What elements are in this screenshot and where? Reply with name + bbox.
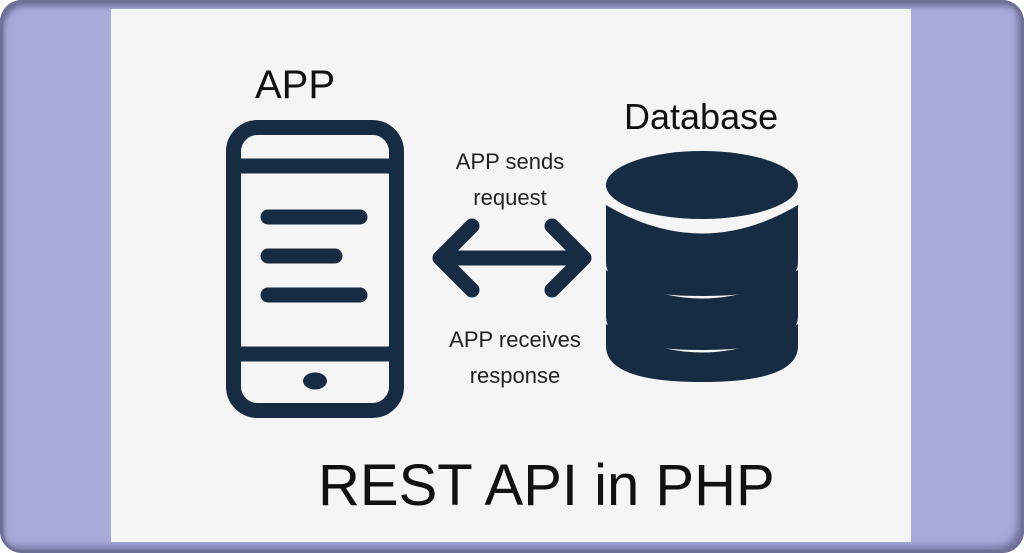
arrow-head-left [432, 218, 480, 298]
db-segment-3 [606, 324, 798, 382]
db-top-disk [606, 151, 798, 219]
request-caption-line-1: APP sends [455, 149, 565, 174]
arrow-head-right [544, 218, 592, 298]
phone-home-button [303, 372, 327, 390]
database-icon [606, 151, 798, 382]
phone-body [226, 120, 404, 418]
request-caption: APP sends request [430, 144, 590, 216]
db-segment-1 [606, 205, 798, 296]
response-caption: APP receives response [420, 322, 610, 394]
app-label: APP [255, 63, 336, 107]
response-caption-line-1: APP receives [449, 327, 581, 352]
db-segment-2 [606, 270, 798, 350]
smartphone-icon [226, 120, 404, 418]
response-caption-line-2: response [469, 363, 561, 388]
diagram-title: REST API in PHP [318, 453, 775, 518]
database-label: Database [624, 96, 779, 137]
double-arrow-icon [432, 218, 592, 298]
request-caption-line-2: request [473, 185, 547, 210]
